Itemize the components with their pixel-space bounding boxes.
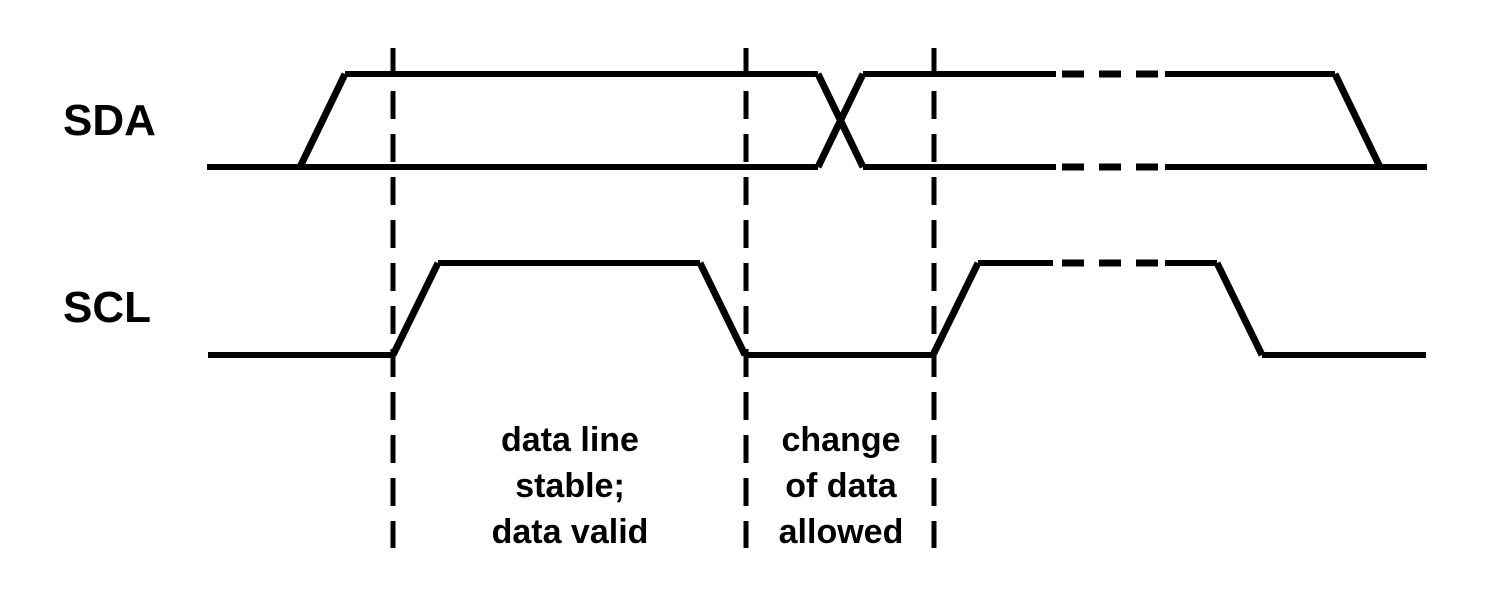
annotation-change-allowed-line-3: allowed xyxy=(778,513,904,551)
sda-rise-1 xyxy=(296,72,349,169)
annotation-data-stable-line-3: data valid xyxy=(491,513,649,551)
annotation-data-stable-line-2: stable; xyxy=(515,467,625,505)
annotation-data-stable: data line stable; data valid xyxy=(492,417,649,555)
scl-rise-2 xyxy=(929,261,982,357)
scl-fall-2 xyxy=(1213,261,1266,357)
sda-signal-label: SDA xyxy=(63,96,156,145)
annotation-change-allowed-line-1: change xyxy=(781,421,901,459)
annotation-data-stable-line-1: data line xyxy=(501,421,639,459)
annotation-change-allowed-line-2: of data xyxy=(785,467,897,505)
scl-fall-1 xyxy=(696,261,749,357)
scl-rise-1 xyxy=(389,261,442,357)
annotation-change-allowed: change of data allowed xyxy=(779,417,904,555)
sda-cross-rise xyxy=(814,72,867,169)
sda-fall-end xyxy=(1331,72,1384,169)
scl-signal-label: SCL xyxy=(63,283,151,332)
